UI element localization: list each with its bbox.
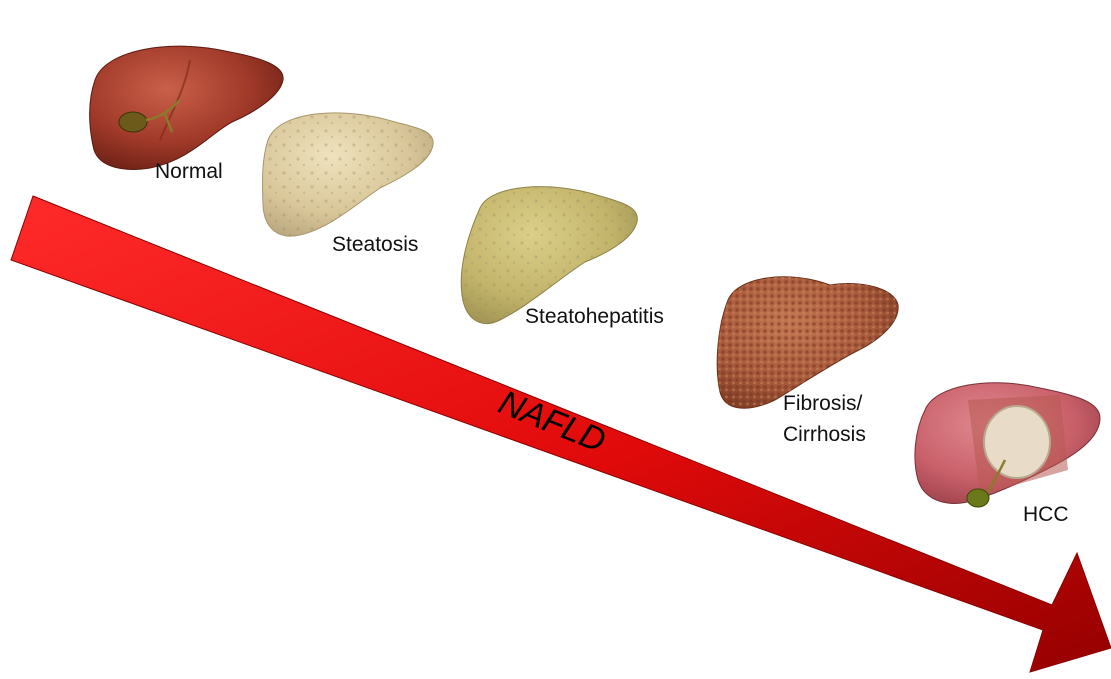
label-steatosis: Steatosis [332,233,418,256]
inflammation-texture [461,187,637,324]
hcc-gallbladder-icon [967,489,989,507]
tumor-icon [984,406,1050,478]
liver-normal [90,46,284,169]
liver-hcc [915,383,1100,507]
liver-steatohepatitis [461,187,637,324]
label-fibrosis-line2: Cirrhosis [783,423,866,446]
label-steatohepatitis: Steatohepatitis [525,305,664,328]
label-fibrosis-line1: Fibrosis/ [783,392,863,415]
liver-normal-shape [90,46,284,169]
gallbladder-icon [119,112,147,132]
fat-texture [263,113,434,236]
liver-fibrosis [717,277,898,408]
label-normal: Normal [155,160,223,183]
liver-steatosis [263,113,434,236]
nodular-texture [717,277,898,408]
label-hcc: HCC [1023,503,1069,526]
